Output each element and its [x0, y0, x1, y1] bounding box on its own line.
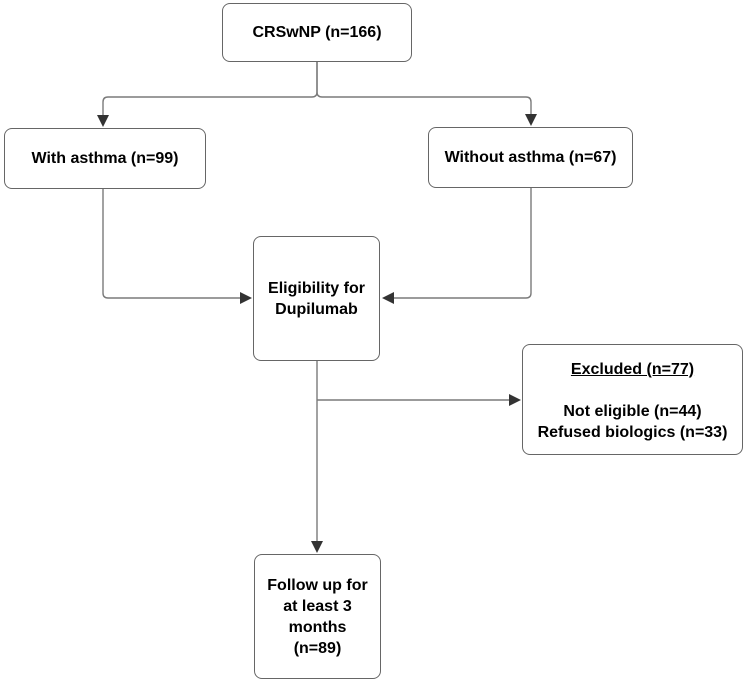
box-followup-line: Follow up for — [267, 576, 368, 594]
box-eligibility-line2: Dupilumab — [275, 300, 358, 318]
box-eligibility: Eligibility for Dupilumab — [253, 236, 380, 361]
box-crswnp-label: CRSwNP (n=166) — [252, 24, 382, 41]
arrowhead-right-eligibility — [240, 292, 252, 304]
box-followup-line: months — [288, 618, 347, 636]
edge-with-asthma-to-eligibility — [102, 189, 241, 299]
arrowhead-down-followup — [311, 541, 323, 553]
box-excluded: Excluded (n=77) Not eligible (n=44) Refu… — [522, 344, 743, 455]
box-eligibility-line1: Eligibility for — [268, 279, 365, 297]
arrowhead-down-with-asthma — [97, 115, 109, 127]
box-excluded-item: Refused biologics (n=33) — [537, 424, 728, 441]
box-without-asthma: Without asthma (n=67) — [428, 127, 633, 188]
box-followup-line: (n=89) — [293, 639, 342, 657]
box-with-asthma-label: With asthma (n=99) — [31, 150, 179, 167]
arrowhead-left-eligibility — [382, 292, 394, 304]
edge-crswnp-to-without-asthma — [316, 62, 532, 115]
edge-without-asthma-to-eligibility — [393, 188, 532, 299]
box-excluded-item: Not eligible (n=44) — [563, 403, 702, 420]
arrowhead-right-excluded — [509, 394, 521, 406]
box-without-asthma-label: Without asthma (n=67) — [444, 149, 617, 166]
arrowhead-down-without-asthma — [525, 114, 537, 126]
edge-crswnp-to-with-asthma — [102, 62, 318, 116]
box-with-asthma: With asthma (n=99) — [4, 128, 206, 189]
box-followup-line: at least 3 — [283, 597, 352, 615]
box-excluded-title: Excluded (n=77) — [570, 361, 695, 378]
box-crswnp: CRSwNP (n=166) — [222, 3, 412, 62]
box-followup: Follow up for at least 3 months (n=89) — [254, 554, 381, 679]
